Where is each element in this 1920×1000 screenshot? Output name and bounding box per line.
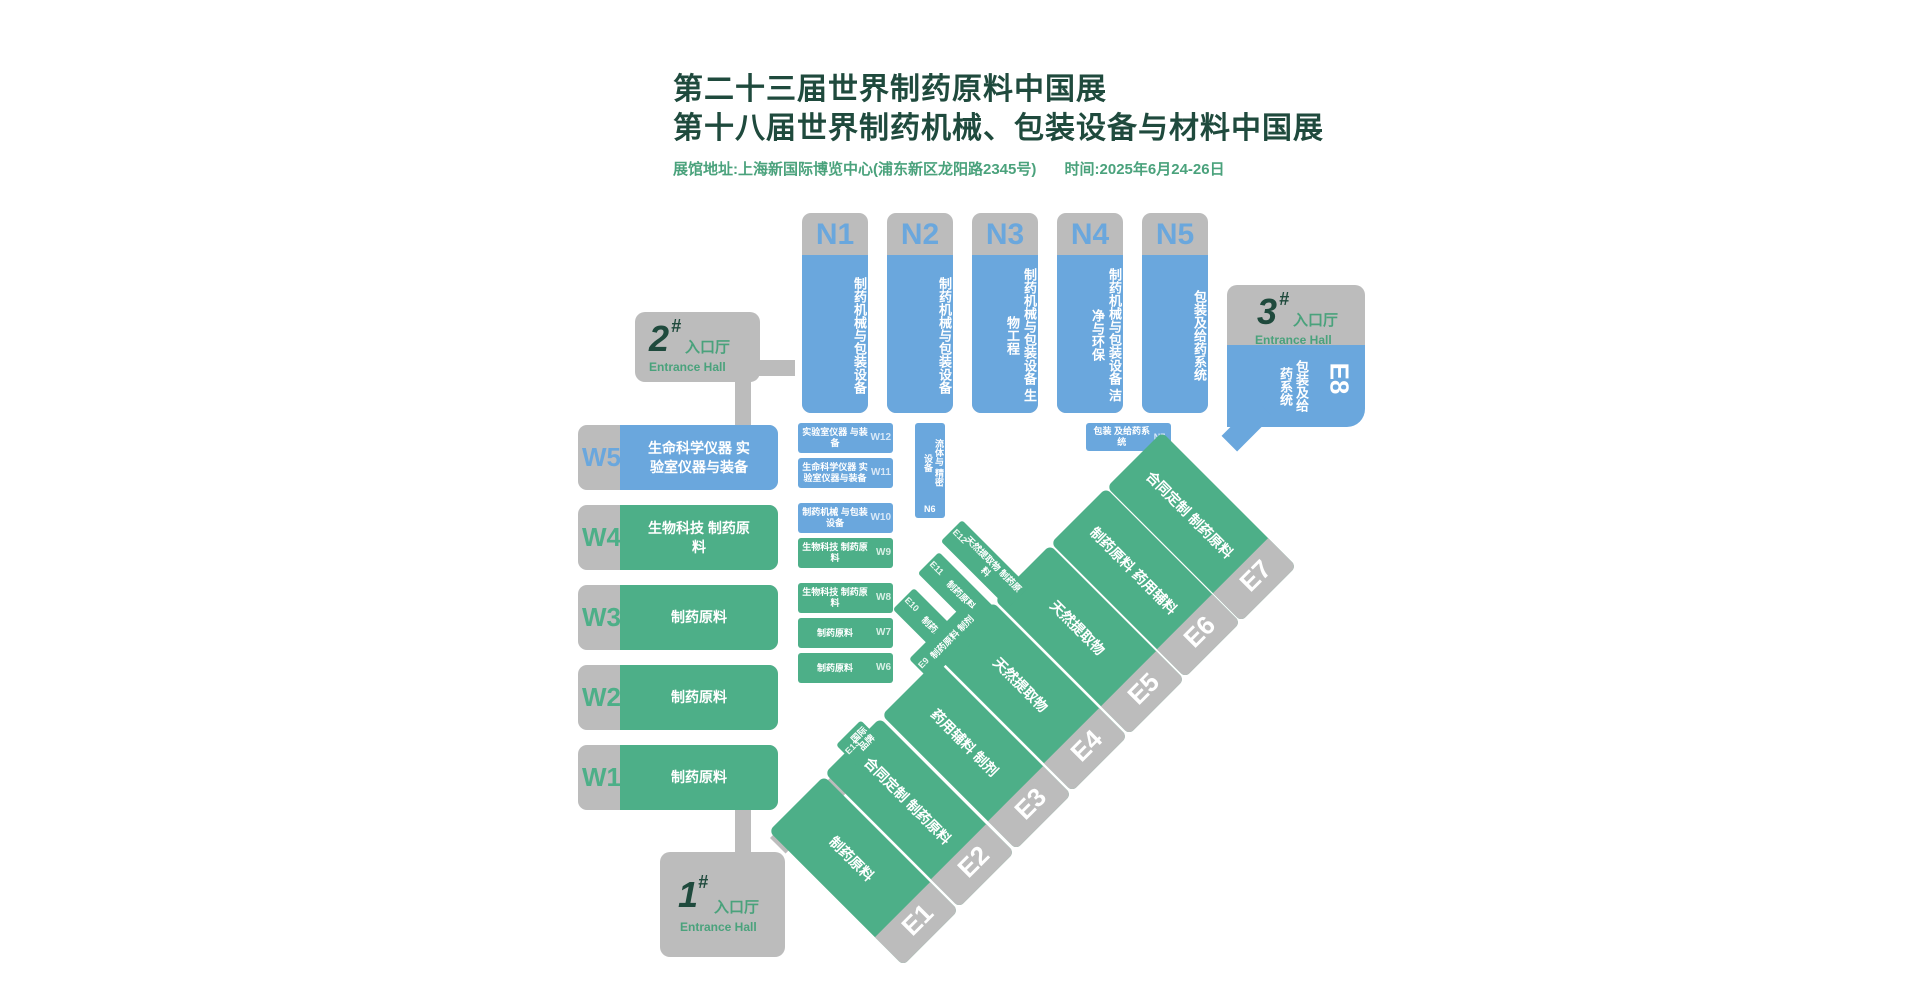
entrance-1-number: 1 (678, 874, 699, 915)
hall-n4-code: N4 (1070, 218, 1110, 251)
hall-w3-code: W3 (582, 602, 621, 632)
hall-n4-label: 制药机械与包装设备 洁净与环保 (1090, 268, 1122, 402)
hall-w11-label: 生命科学仪器 实验室仪器与装备 (802, 462, 868, 483)
hall-w7-label: 制药原料 (816, 627, 853, 638)
hall-n4-body: 制药机械与包装设备 洁净与环保 (1057, 255, 1123, 413)
hall-w5[interactable]: W5 生命科学仪器 实验室仪器与装备 (578, 425, 778, 490)
hall-n2-label: 制药机械与包装设备 (937, 276, 952, 394)
venue-info: 展馆地址:上海新国际博览中心(浦东新区龙阳路2345号) 时间:2025年6月2… (673, 158, 1249, 179)
hall-w2[interactable]: W2 制药原料 (578, 665, 778, 730)
hall-w2-body: 制药原料 (620, 665, 778, 730)
hall-e8-code: E8 (1324, 362, 1355, 395)
page-title-line2: 第十八届世界制药机械、包装设备与材料中国展 (673, 112, 1324, 145)
page-title-line1: 第二十三届世界制药原料中国展 (673, 73, 1107, 106)
exhibition-time: 时间:2025年6月24-26日 (1064, 161, 1225, 178)
hall-n2-code: N2 (900, 218, 940, 251)
hall-n2-body: 制药机械与包装设备 (887, 255, 953, 413)
hall-w7[interactable]: 制药原料 W7 (798, 618, 893, 648)
hall-w7-code: W7 (876, 627, 891, 638)
hall-w1-code: W1 (582, 762, 621, 792)
entrance-1-en: Entrance Hall (680, 920, 757, 934)
hall-n1[interactable]: N1 制药机械与包装设备 (802, 213, 868, 413)
hall-w4-label: 生物科技 制药原料 (648, 519, 750, 555)
hall-w1[interactable]: W1 制药原料 (578, 745, 778, 810)
hall-w8-code: W8 (876, 592, 891, 603)
hall-w3-label: 制药原料 (671, 609, 727, 625)
hall-w6[interactable]: 制药原料 W6 (798, 653, 893, 683)
hall-n6[interactable]: 流体与 精密设备 N6 (915, 423, 945, 518)
entrance-2-cn: 入口厅 (685, 339, 731, 356)
entrance-3-en: Entrance Hall (1255, 333, 1332, 347)
entrance-3-sup: # (1279, 289, 1290, 309)
hall-w4-code: W4 (582, 522, 621, 552)
connector-1-entrance (735, 800, 751, 855)
hall-w3[interactable]: W3 制药原料 (578, 585, 778, 650)
hall-w8-label: 生物科技 制药原料 (802, 587, 868, 608)
hall-n1-code: N1 (815, 218, 855, 251)
hall-n1-body: 制药机械与包装设备 (802, 255, 868, 413)
hall-w3-body: 制药原料 (620, 585, 778, 650)
hall-w9[interactable]: 生物科技 制药原料 W9 (798, 538, 893, 568)
entrance-2-en: Entrance Hall (649, 360, 726, 374)
hall-n6-label: 流体与 精密设备 (923, 438, 944, 487)
hall-n3-body: 制药机械与包装设备 生物工程 (972, 255, 1038, 413)
entrance-1-sup: # (698, 872, 709, 892)
hall-w1-label: 制药原料 (671, 769, 727, 785)
hall-e8-label: 包装及给药系统 (1278, 360, 1309, 412)
hall-w5-code: W5 (582, 442, 621, 472)
hall-w2-code: W2 (582, 682, 621, 712)
hall-n3-label: 制药机械与包装设备 生物工程 (1005, 268, 1037, 402)
hall-w4[interactable]: W4 生物科技 制药原料 (578, 505, 778, 570)
hall-w5-body: 生命科学仪器 实验室仪器与装备 (620, 425, 778, 490)
hall-w9-code: W9 (876, 547, 891, 558)
hall-n5-label: 包装及给药系统 (1192, 289, 1207, 381)
hall-n2[interactable]: N2 制药机械与包装设备 (887, 213, 953, 413)
entrance-3-cn: 入口厅 (1293, 312, 1339, 329)
hall-n7-label: 包装 及给药系统 (1093, 426, 1150, 447)
hall-w12-code: W12 (870, 432, 891, 443)
hall-n5-code: N5 (1155, 218, 1195, 251)
hall-n5[interactable]: N5 包装及给药系统 (1142, 213, 1208, 413)
hall-w11-code: W11 (870, 467, 891, 478)
hall-w10-label: 制药机械 与包装设备 (802, 507, 868, 528)
hall-w4-body: 生物科技 制药原料 (620, 505, 778, 570)
hall-n4[interactable]: N4 制药机械与包装设备 洁净与环保 (1057, 213, 1123, 413)
hall-w2-label: 制药原料 (671, 689, 727, 705)
hall-w6-code: W6 (876, 662, 891, 673)
venue-address: 展馆地址:上海新国际博览中心(浦东新区龙阳路2345号) (673, 161, 1037, 178)
hall-w5-label: 生命科学仪器 实验室仪器与装备 (648, 439, 750, 475)
hall-w1-body: 制药原料 (620, 745, 778, 810)
hall-n1-label: 制药机械与包装设备 (852, 276, 867, 394)
hall-w6-label: 制药原料 (816, 662, 853, 673)
hall-w10-code: W10 (870, 512, 891, 523)
hall-n6-code: N6 (924, 504, 936, 514)
hall-n5-body: 包装及给药系统 (1142, 255, 1208, 413)
entrance-3-number: 3 (1257, 291, 1278, 332)
hall-w9-label: 生物科技 制药原料 (802, 542, 868, 563)
hall-n3[interactable]: N3 制药机械与包装设备 生物工程 (972, 213, 1038, 413)
hall-w12-label: 实验室仪器 与装备 (802, 427, 868, 448)
entrance-hall-2[interactable]: 2 # 入口厅 Entrance Hall (635, 312, 760, 382)
hall-e8[interactable]: 包装及给药系统 E8 (1227, 345, 1365, 427)
entrance-1-cn: 入口厅 (714, 899, 760, 916)
entrance-2-number: 2 (649, 318, 670, 359)
entrance-hall-1[interactable]: 1 # 入口厅 Entrance Hall (660, 852, 785, 957)
hall-n3-code: N3 (985, 218, 1025, 251)
entrance-2-sup: # (671, 316, 682, 336)
hall-w8[interactable]: 生物科技 制药原料 W8 (798, 583, 893, 613)
